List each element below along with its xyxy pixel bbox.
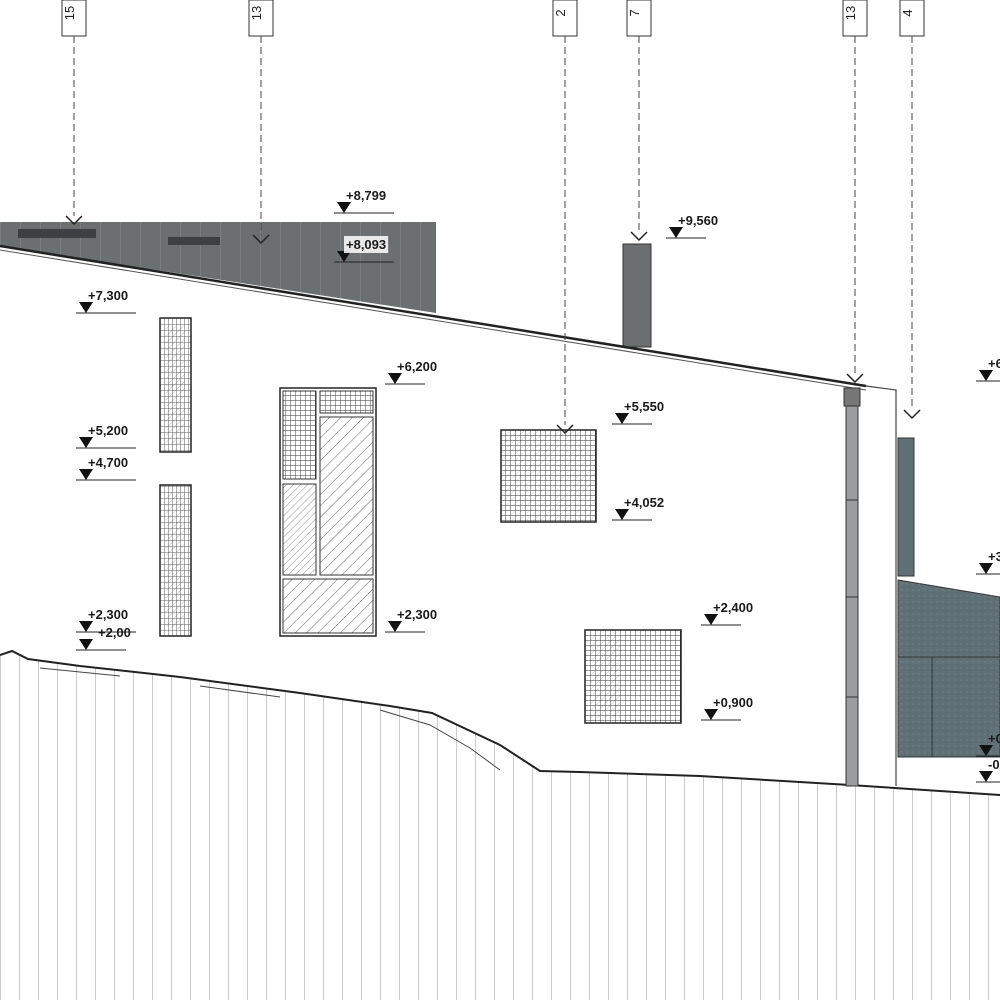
- section-ref-arrow: [903, 409, 921, 420]
- roof-panel: [0, 222, 436, 313]
- level-value: +9,560: [678, 213, 718, 228]
- level-triangle-icon: [979, 771, 993, 782]
- level-marker: +9,560: [666, 213, 718, 239]
- section-ref-label: 13: [843, 6, 858, 20]
- section-ref-marker: 7: [626, 0, 652, 242]
- level-triangle-icon: [79, 302, 93, 313]
- level-value: +6: [988, 356, 1000, 371]
- level-triangle-icon: [388, 373, 402, 384]
- level-marker: +2,400: [701, 600, 753, 626]
- level-marker: +6: [976, 356, 1000, 382]
- level-value: +2,400: [713, 600, 753, 615]
- level-triangle-icon: [979, 745, 993, 756]
- window-tall-upper: [159, 317, 192, 453]
- level-value: -0: [988, 757, 1000, 772]
- window-entrance: [279, 387, 377, 637]
- chimney: [622, 243, 652, 348]
- level-triangle-icon: [337, 202, 351, 213]
- level-marker: +8,093: [334, 236, 394, 263]
- section-ref-arrow: [556, 424, 574, 435]
- level-label-backdrop: [344, 236, 389, 253]
- window-tall-lower: [159, 484, 192, 637]
- level-triangle-icon: [615, 509, 629, 520]
- level-triangle-icon: [704, 614, 718, 625]
- section-ref-label: 7: [627, 9, 642, 16]
- level-value: +5,550: [624, 399, 664, 414]
- section-ref-marker: 13: [842, 0, 868, 384]
- level-marker: +2,300: [76, 607, 136, 633]
- section-ref-marker: 4: [899, 0, 925, 420]
- level-marker: +4,052: [612, 495, 664, 521]
- level-marker: -0: [976, 757, 1000, 783]
- downpipe: [843, 387, 861, 787]
- level-marker: +5,550: [612, 399, 664, 425]
- level-triangle-icon: [388, 621, 402, 632]
- section-ref-label: 15: [62, 6, 77, 20]
- annex-building: [897, 437, 1000, 758]
- level-value: +7,300: [88, 288, 128, 303]
- level-value: +2,300: [397, 607, 437, 622]
- level-value: +4,700: [88, 455, 128, 470]
- level-triangle-icon: [979, 563, 993, 574]
- level-triangle-icon: [79, 437, 93, 448]
- level-marker: +6,200: [385, 359, 437, 385]
- level-marker: +8,799: [334, 188, 394, 214]
- section-reference-markers: 15 13 2 7 13 4: [61, 0, 925, 435]
- level-triangle-icon: [704, 709, 718, 720]
- level-triangle-icon: [979, 370, 993, 381]
- section-ref-label: 4: [900, 9, 915, 16]
- level-marker: +0,900: [701, 695, 753, 721]
- level-value: +0,900: [713, 695, 753, 710]
- level-value: +4,052: [624, 495, 664, 510]
- level-value: +0: [988, 731, 1000, 746]
- ground-line: [0, 649, 1000, 796]
- roof-opening: [168, 237, 220, 245]
- level-marker: +0: [976, 731, 1000, 757]
- level-value: +8,093: [346, 237, 386, 252]
- level-value: +6,200: [397, 359, 437, 374]
- section-ref-label: 13: [249, 6, 264, 20]
- level-triangle-icon: [337, 251, 351, 262]
- level-markers: +8,799 +8,093 +9,560 +7,300 +6,200 +5,550 +5,2…: [76, 188, 1000, 783]
- level-triangle-icon: [79, 621, 93, 632]
- level-triangle-icon: [615, 413, 629, 424]
- section-ref-label: 2: [553, 9, 568, 16]
- level-value: +3: [988, 549, 1000, 564]
- level-marker: +7,300: [76, 288, 136, 314]
- section-ref-arrow: [65, 215, 83, 226]
- section-ref-marker: 15: [61, 0, 87, 226]
- section-ref-marker: 2: [552, 0, 578, 435]
- level-marker: +2,300: [385, 607, 437, 633]
- section-ref-arrow: [630, 231, 648, 242]
- section-ref-arrow: [252, 234, 270, 245]
- window-square-mid: [500, 429, 597, 523]
- main-wall: [0, 244, 897, 786]
- level-marker: +3: [976, 549, 1000, 575]
- level-marker: +4,700: [76, 455, 136, 481]
- level-value: +2,300: [88, 607, 128, 622]
- level-marker: +2,00: [76, 625, 131, 651]
- level-triangle-icon: [79, 639, 93, 650]
- level-value: +2,00: [98, 625, 131, 640]
- level-value: +5,200: [88, 423, 128, 438]
- section-ref-marker: 13: [248, 0, 274, 245]
- level-value: +8,799: [346, 188, 386, 203]
- level-triangle-icon: [79, 469, 93, 480]
- level-marker: +5,200: [76, 423, 136, 449]
- roof-opening: [18, 229, 96, 238]
- level-triangle-icon: [669, 227, 683, 238]
- ground-section: [0, 649, 1000, 1000]
- window-square-low: [584, 629, 682, 724]
- section-ref-arrow: [846, 373, 864, 384]
